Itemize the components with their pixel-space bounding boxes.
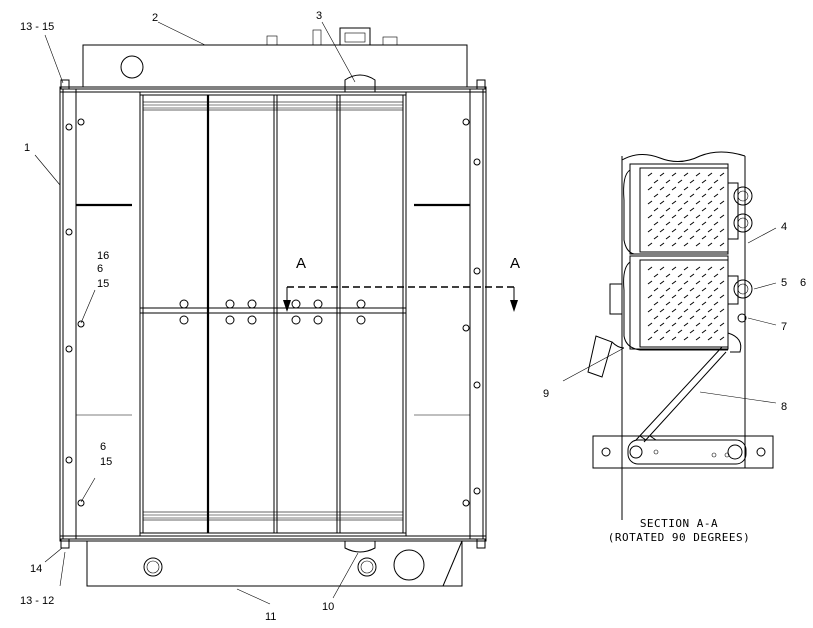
- bottom-tank: [86, 540, 463, 587]
- section-caption-subtitle: (ROTATED 90 DEGREES): [608, 531, 750, 544]
- frame-bolts: [65, 118, 481, 507]
- callout-9: 9: [543, 388, 549, 400]
- callout-6-section: 6: [800, 277, 806, 289]
- section-mark-left: A: [296, 255, 306, 272]
- section-cut-line: [283, 286, 518, 312]
- top-tank: [82, 27, 468, 93]
- section-view: 4 5 6 7 8 9 SECTION A-A (ROTATED 90 DEGR…: [543, 151, 806, 544]
- leader-lines: [34, 21, 359, 605]
- section-leaders: [562, 227, 777, 404]
- callout-1: 1: [24, 142, 30, 154]
- callout-6-lower: 6: [100, 441, 106, 453]
- section-mark-right: A: [510, 255, 520, 272]
- upper-core-block: [623, 163, 729, 255]
- callout-3: 3: [316, 10, 322, 22]
- mounting-bracket: [592, 346, 774, 469]
- fin-hatching: [647, 172, 725, 341]
- center-bolts: [179, 299, 366, 325]
- section-caption-title: SECTION A-A: [640, 517, 718, 530]
- callout-11: 11: [265, 611, 276, 623]
- callout-14: 14: [30, 563, 42, 575]
- callout-15-lower: 15: [100, 456, 112, 468]
- callout-16: 16: [97, 250, 109, 262]
- callout-5: 5: [781, 277, 787, 289]
- callout-15-upper: 15: [97, 278, 109, 290]
- callout-13-12: 13 - 12: [20, 595, 54, 607]
- callout-8: 8: [781, 401, 787, 413]
- callout-7: 7: [781, 321, 787, 333]
- radiator-core: [139, 94, 407, 534]
- callout-6-upper: 6: [97, 263, 103, 275]
- lower-core-block: [623, 255, 729, 351]
- front-view: 13 - 15 2 3 1 16 6 15 6 15 14 13 - 12 11…: [20, 10, 520, 623]
- section-hardware: [609, 182, 753, 353]
- side-baffles: [75, 91, 471, 537]
- callout-10: 10: [322, 601, 334, 613]
- callout-2: 2: [152, 12, 158, 24]
- pipe-elbow: [587, 335, 613, 378]
- outer-frame: [59, 79, 487, 549]
- callout-13-15-top: 13 - 15: [20, 21, 54, 33]
- callout-4: 4: [781, 221, 787, 233]
